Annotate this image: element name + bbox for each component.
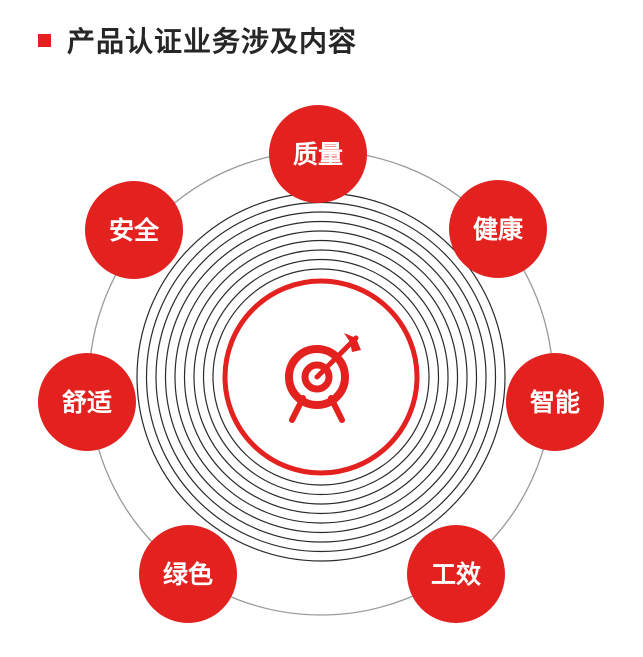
topic-node: 安全 xyxy=(85,181,183,279)
square-bullet-icon xyxy=(38,33,51,47)
topic-node-circle xyxy=(506,353,604,451)
topic-node-circle xyxy=(269,105,367,203)
topic-node: 工效 xyxy=(407,525,505,623)
topic-node-circle xyxy=(85,181,183,279)
center-target xyxy=(222,278,420,476)
topic-node-label: 安全 xyxy=(109,216,160,245)
topic-node: 智能 xyxy=(506,353,604,451)
target-with-arrow-icon xyxy=(285,333,361,423)
topic-node-label: 工效 xyxy=(431,560,481,589)
topic-node: 绿色 xyxy=(139,525,237,623)
concentric-ring xyxy=(174,230,468,524)
topic-node-label: 智能 xyxy=(530,388,580,417)
topic-node-label: 绿色 xyxy=(163,560,213,589)
topic-node-label: 舒适 xyxy=(62,388,112,417)
concentric-ring xyxy=(155,211,487,543)
topic-node-circle xyxy=(38,353,136,451)
section-header: 产品认证业务涉及内容 xyxy=(38,20,357,60)
concentric-ring xyxy=(183,239,459,515)
section-title: 产品认证业务涉及内容 xyxy=(67,25,358,58)
center-disc xyxy=(222,278,420,476)
concentric-ring xyxy=(202,258,440,496)
topic-node: 舒适 xyxy=(38,353,136,451)
concentric-ring xyxy=(212,268,430,486)
topic-node: 质量 xyxy=(269,105,367,203)
topic-node: 健康 xyxy=(449,180,547,278)
topic-node-label: 质量 xyxy=(293,140,343,169)
concentric-ring xyxy=(164,220,478,534)
concentric-ring xyxy=(193,249,449,505)
topic-node-circle xyxy=(407,525,505,623)
topic-node-circle xyxy=(139,525,237,623)
topic-node-label: 健康 xyxy=(473,215,524,244)
topic-node-circle xyxy=(449,180,547,278)
